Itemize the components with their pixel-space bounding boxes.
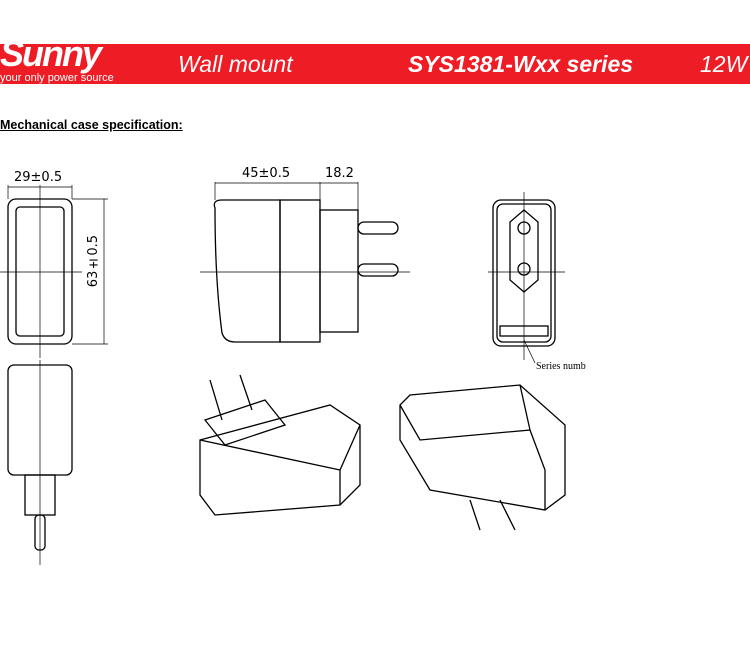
- iso-view-2: [399, 384, 566, 531]
- bottom-view: [7, 360, 73, 565]
- brand-logo: Sunny: [0, 33, 102, 74]
- section-title: Mechanical case specification:: [0, 118, 183, 132]
- series-number-note: Series numb: [536, 361, 586, 372]
- height-dimension: 63±0.5: [86, 235, 101, 288]
- iso-view-1: [199, 374, 361, 516]
- width-dimension: 29±0.5: [14, 170, 63, 185]
- series-title: SYS1381-Wxx series: [408, 51, 634, 77]
- plug-face-view: [488, 192, 565, 364]
- side-view: [200, 182, 410, 343]
- depth-dimension: 45±0.5: [242, 166, 291, 181]
- header-bar: [0, 44, 750, 84]
- category-title: Wall mount: [178, 51, 293, 77]
- brand-tagline: your only power source: [0, 72, 114, 84]
- power-rating: 12W: [700, 51, 748, 77]
- front-view: [0, 185, 108, 358]
- pin-dimension: 18.2: [325, 166, 354, 181]
